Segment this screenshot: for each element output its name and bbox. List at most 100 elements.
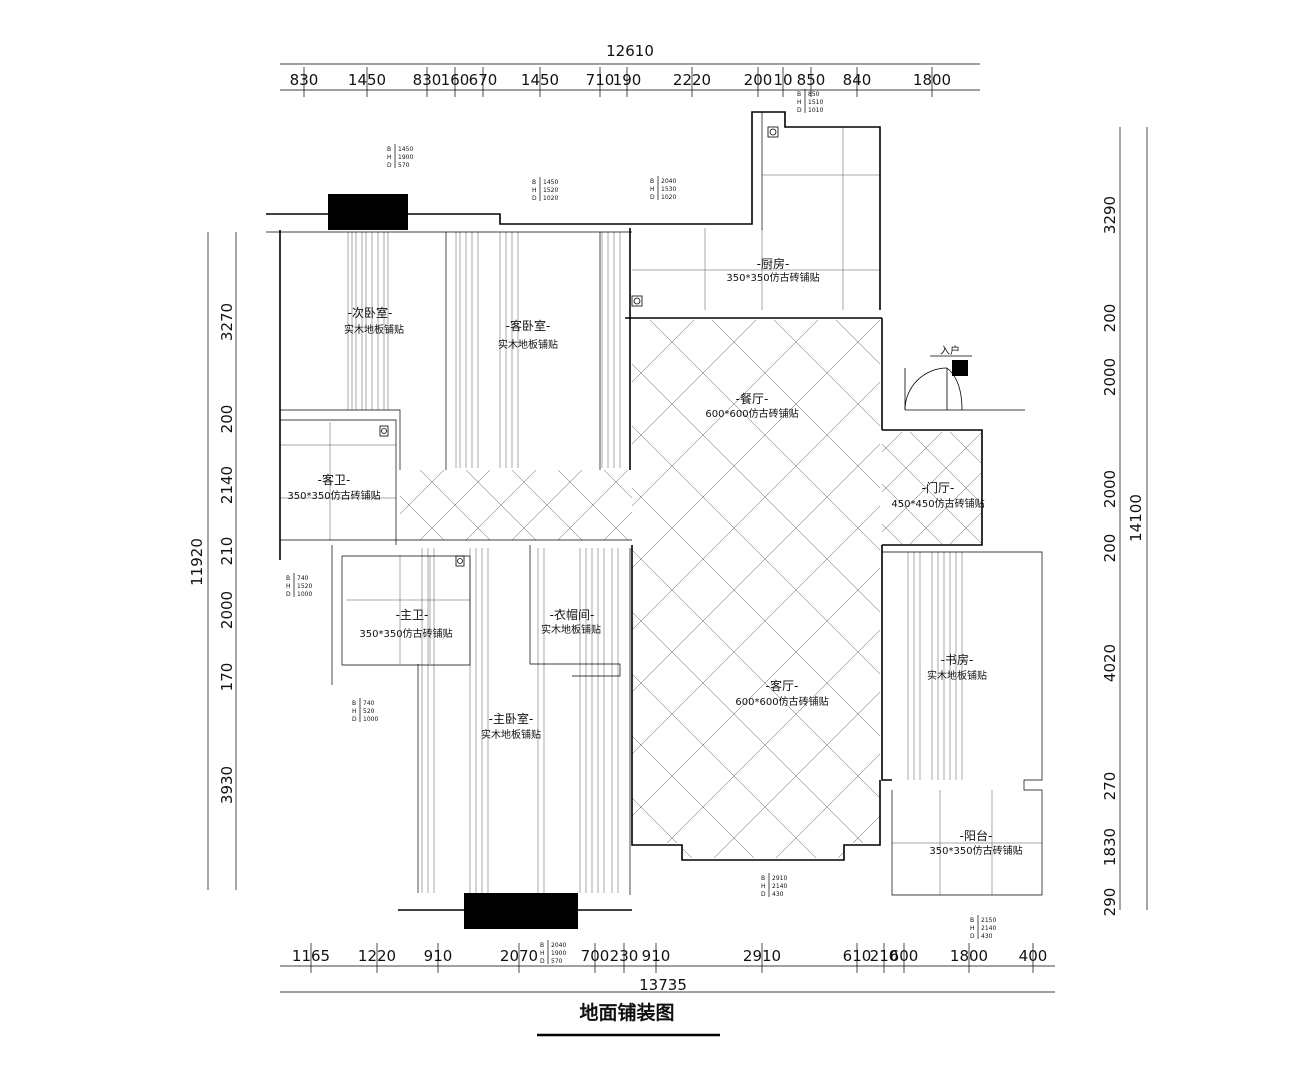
tag-key: D <box>797 107 802 114</box>
tag-key: D <box>970 933 975 940</box>
tag-key: B <box>970 917 974 924</box>
tag-key: D <box>387 162 392 169</box>
room-study-name: -书房- <box>941 652 974 667</box>
bedroom2-window-block <box>328 194 408 230</box>
room-kitchen-name: -厨房- <box>757 256 790 271</box>
tag-key: D <box>286 591 291 598</box>
tag-value: 740 <box>297 575 309 582</box>
tag-value: 850 <box>808 91 820 98</box>
dim-segment: 3930 <box>218 766 236 804</box>
drawing-title: 地面铺装图 <box>579 1001 674 1024</box>
tag-value: 1510 <box>808 99 823 106</box>
tag-key: D <box>650 194 655 201</box>
kitchen-grid-tiles <box>632 127 880 310</box>
tag-key: D <box>540 958 545 965</box>
tag-key: D <box>532 195 537 202</box>
dim-segment: 200 <box>1101 534 1119 563</box>
foyer-diagonal-tiles <box>882 432 982 544</box>
tag-value: 570 <box>398 162 410 169</box>
room-balcony-name: -阳台- <box>960 828 993 843</box>
tag-value: 2910 <box>772 875 787 882</box>
guest-bath-grid-tiles <box>280 422 396 540</box>
tag-key: B <box>540 942 544 949</box>
tag-key: D <box>761 891 766 898</box>
dim-segment: 210 <box>218 537 236 566</box>
room-master-bath-name: -主卫- <box>396 608 429 622</box>
dim-segment: 3270 <box>218 303 236 341</box>
dim-segment: 2000 <box>218 591 236 629</box>
tag-key: B <box>352 700 356 707</box>
tag-value: 1520 <box>297 583 312 590</box>
dim-top-total: 12610 <box>606 42 654 60</box>
dim-segment: 200 <box>1101 304 1119 333</box>
tag-key: H <box>387 154 392 161</box>
tag-value: 1900 <box>551 950 566 957</box>
room-labels: -次卧室- 实木地板铺贴 -客卧室- 实木地板铺贴 -厨房- 350*350仿古… <box>287 256 1022 857</box>
room-foyer-name: -门厅- <box>922 480 955 495</box>
room-guest-bath-name: -客卫- <box>318 472 351 487</box>
tag-value: 1450 <box>543 179 558 186</box>
tag-value: 1000 <box>363 716 378 723</box>
tag-value: 520 <box>363 708 375 715</box>
dim-segment: 1830 <box>1101 828 1119 866</box>
tag-value: 430 <box>981 933 993 940</box>
tag-value: 1020 <box>661 194 676 201</box>
dim-segment: 2140 <box>218 466 236 504</box>
corridor-diagonal-tiles <box>400 470 632 540</box>
tag-value: 2040 <box>661 178 676 185</box>
entrance-label: 入户 <box>940 344 960 357</box>
tag-value: 1530 <box>661 186 676 193</box>
tag-value: 1520 <box>543 187 558 194</box>
dim-right-total: 14100 <box>1127 494 1145 542</box>
tag-key: B <box>286 575 290 582</box>
room-guest-bath-material: 350*350仿古砖铺贴 <box>287 489 380 502</box>
tag-value: 570 <box>551 958 563 965</box>
dim-bottom-total: 13735 <box>639 976 687 994</box>
wood-floor-stripes <box>347 232 963 893</box>
tag-value: 1020 <box>543 195 558 202</box>
dim-segment: 270 <box>1101 772 1119 801</box>
tag-key: H <box>970 925 975 932</box>
tag-value: 740 <box>363 700 375 707</box>
room-master-bedroom-material: 实木地板铺贴 <box>481 728 541 741</box>
dim-segment: 290 <box>1101 888 1119 917</box>
tag-value: 1000 <box>297 591 312 598</box>
master-bedroom-window-block <box>464 893 578 929</box>
dim-segment: 170 <box>218 663 236 692</box>
tag-key: B <box>761 875 765 882</box>
tag-key: H <box>650 186 655 193</box>
room-dining-material: 600*600仿古砖铺贴 <box>705 407 798 420</box>
room-master-bath-material: 350*350仿古砖铺贴 <box>359 627 452 640</box>
tag-value: 2140 <box>772 883 787 890</box>
tag-key: B <box>532 179 536 186</box>
room-living-material: 600*600仿古砖铺贴 <box>735 695 828 708</box>
tag-key: H <box>352 708 357 715</box>
room-guest-bedroom-name: -客卧室- <box>506 318 551 333</box>
tag-key: B <box>650 178 654 185</box>
tag-key: B <box>797 91 801 98</box>
dim-segment: 3290 <box>1101 196 1119 234</box>
dim-segment: 2000 <box>1101 358 1119 396</box>
tag-key: H <box>286 583 291 590</box>
room-foyer-material: 450*450仿古砖铺贴 <box>891 497 984 510</box>
tag-value: 2040 <box>551 942 566 949</box>
door-swings <box>379 126 963 567</box>
tag-value: 1900 <box>398 154 413 161</box>
dim-left-total: 11920 <box>188 538 206 586</box>
tag-key: H <box>797 99 802 106</box>
dim-segment: 2000 <box>1101 470 1119 508</box>
master-bath-grid-tiles <box>346 556 470 664</box>
